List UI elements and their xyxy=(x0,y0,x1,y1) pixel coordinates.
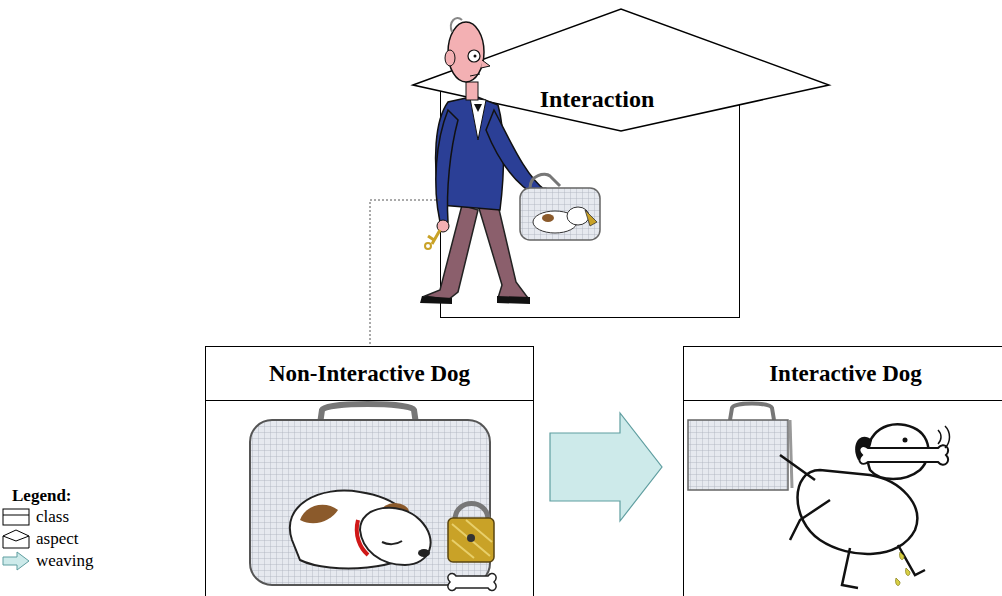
aspect-box: Interaction xyxy=(440,84,740,318)
class-title: Non-Interactive Dog xyxy=(206,347,533,401)
association-line xyxy=(370,200,440,346)
legend-heading: Legend: xyxy=(12,486,72,506)
legend-text: aspect xyxy=(36,529,78,549)
weaving-sample xyxy=(3,552,29,570)
legend-item: aspect xyxy=(2,529,78,549)
class-title: Interactive Dog xyxy=(684,347,1002,401)
class-box: Interactive Dog xyxy=(683,346,1002,596)
class-box: Non-Interactive Dog xyxy=(205,346,534,596)
legend-sample xyxy=(2,529,30,549)
aspect-title: Interaction xyxy=(441,86,739,113)
dotted-connector xyxy=(370,200,440,346)
legend-sample xyxy=(2,551,30,571)
aspect-diamond xyxy=(411,7,831,135)
legend-item: weaving xyxy=(2,551,94,571)
aspect-outline xyxy=(413,9,829,131)
legend-text: class xyxy=(36,507,69,527)
legend-text: weaving xyxy=(36,551,94,571)
caged-dog-illustration xyxy=(250,404,496,590)
weaving-arrow-shape xyxy=(550,413,662,521)
aspect-sample xyxy=(3,530,29,548)
legend-sample xyxy=(2,507,30,527)
class-sample xyxy=(3,509,29,525)
class-sample-divider xyxy=(3,515,29,516)
free-dog-illustration xyxy=(688,404,950,589)
weaving-arrow xyxy=(550,413,662,521)
legend-item: class xyxy=(2,507,69,527)
